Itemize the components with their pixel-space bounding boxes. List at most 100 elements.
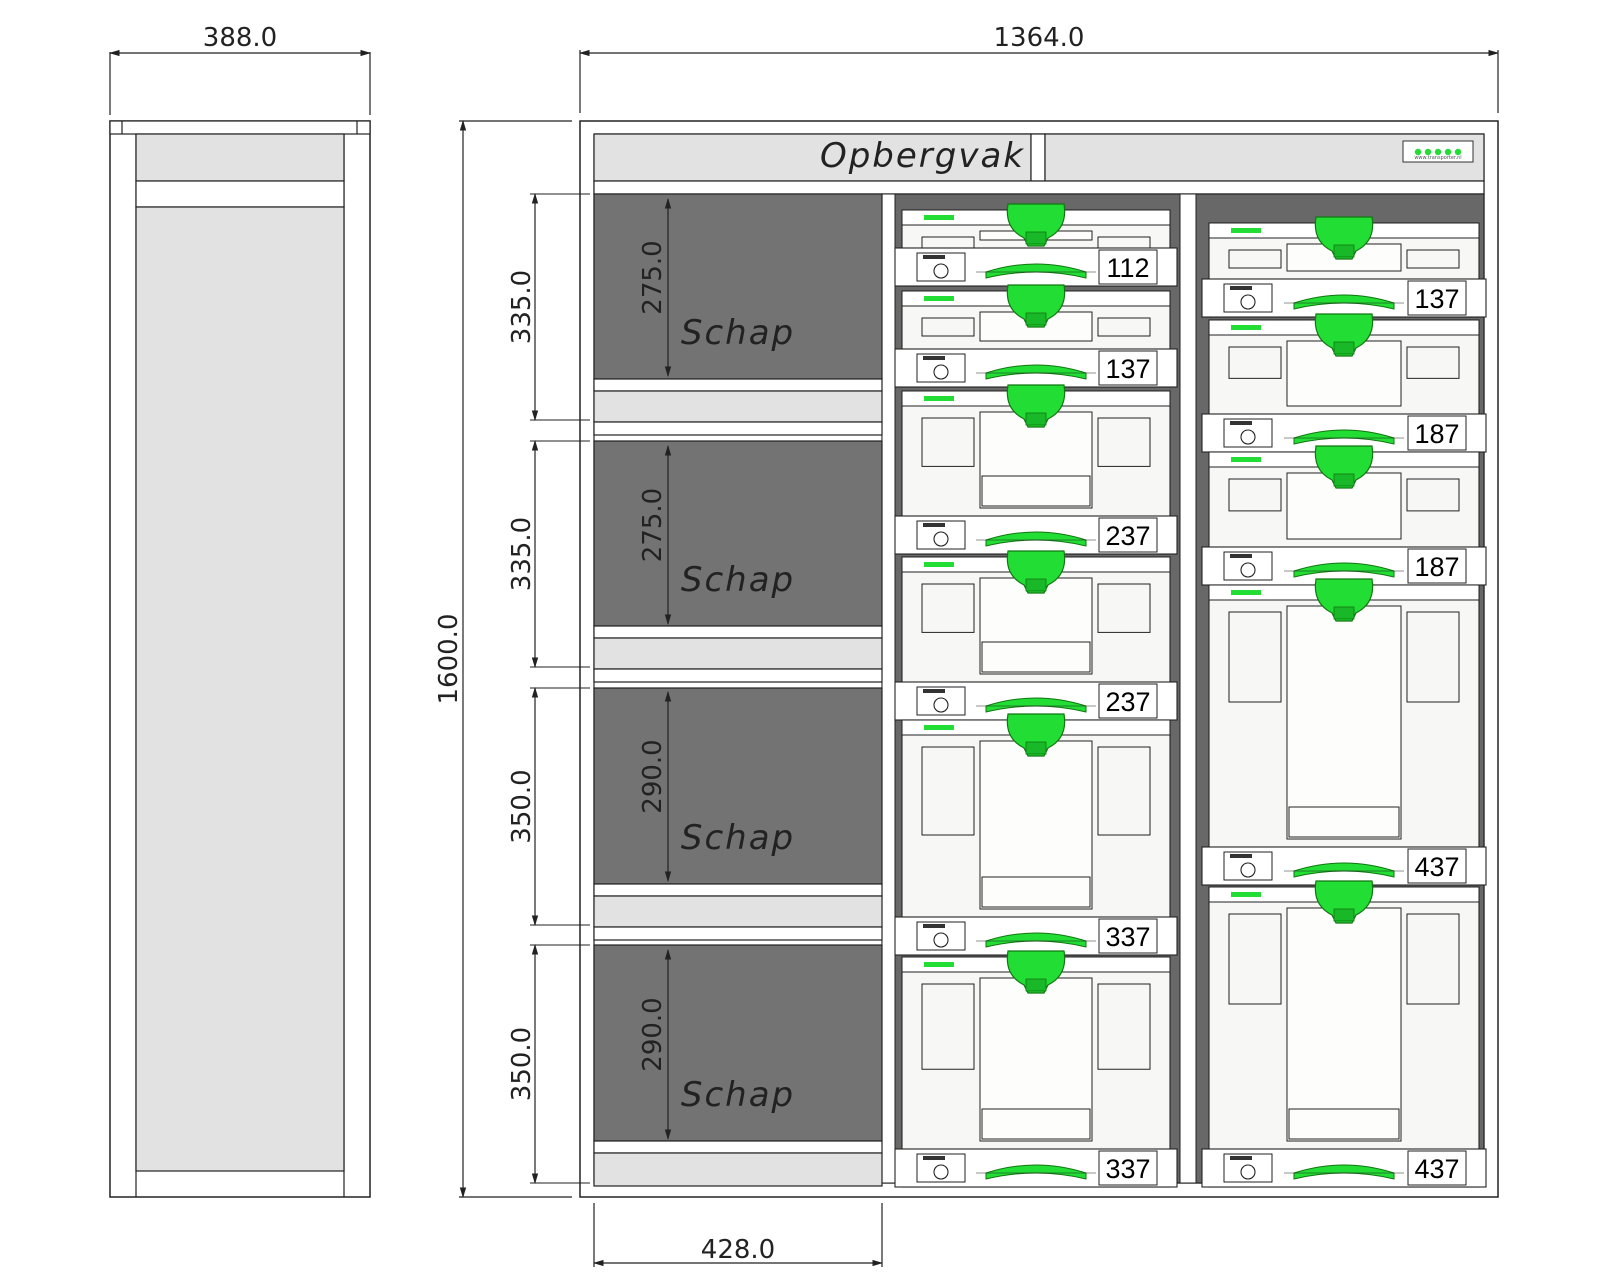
front-handle xyxy=(1293,862,1395,878)
tray-outline xyxy=(981,1108,1091,1140)
bottom-width-dimension: 428.0 xyxy=(701,1235,775,1265)
brand-logo xyxy=(924,725,954,730)
systainer-size-label: 337 xyxy=(1105,1154,1150,1184)
size-label-box xyxy=(1407,1150,1467,1186)
shelf-gap xyxy=(593,668,883,683)
inner-dimension-text: 290.0 xyxy=(638,739,668,813)
side-recess xyxy=(921,583,975,633)
logo-line-2: www.transporter.nl xyxy=(1414,155,1461,161)
latch-plate xyxy=(916,921,966,951)
size-label-box xyxy=(1407,548,1467,584)
systainer: 337 xyxy=(894,950,1178,1188)
front-width-dimension: 1364.0 xyxy=(994,23,1085,53)
front-handle xyxy=(985,364,1087,380)
front-handle xyxy=(985,263,1087,279)
center-panel xyxy=(979,977,1093,1142)
brand-logo xyxy=(1231,228,1261,233)
brand-label xyxy=(1230,1156,1252,1160)
outer-dimension-text: 335.0 xyxy=(507,517,537,591)
shelf-board xyxy=(593,378,883,392)
brand-logo xyxy=(1231,590,1261,595)
brand-label xyxy=(1230,421,1252,425)
side-recess xyxy=(1406,478,1460,512)
handle-knob xyxy=(1314,578,1374,622)
shelf-space xyxy=(593,440,883,627)
handle-knob xyxy=(1314,880,1374,924)
front-handle xyxy=(985,1164,1087,1180)
handle-knob xyxy=(1006,950,1066,994)
systainer-size-label: 187 xyxy=(1414,419,1459,449)
systainer: 437 xyxy=(1201,578,1487,886)
side-recess xyxy=(1097,417,1151,467)
side-recess xyxy=(1097,317,1151,337)
brand-label xyxy=(1230,854,1252,858)
side-recess xyxy=(1228,249,1282,269)
handle-knob xyxy=(1314,216,1374,260)
systainer: 137 xyxy=(894,284,1178,388)
handle-knob xyxy=(1314,313,1374,357)
side-recess xyxy=(921,746,975,836)
brand-logo xyxy=(924,215,954,220)
side-recess xyxy=(1228,346,1282,379)
handle-knob xyxy=(1006,713,1066,757)
latch-plate xyxy=(916,252,966,282)
center-panel xyxy=(1286,907,1402,1142)
systainer: 237 xyxy=(894,550,1178,721)
side-recess xyxy=(1406,249,1460,269)
tray-outline xyxy=(981,475,1091,507)
size-label-box xyxy=(1098,683,1158,719)
systainer: 337 xyxy=(894,713,1178,956)
size-label-box xyxy=(1407,415,1467,451)
inner-dimension-text: 275.0 xyxy=(638,240,668,314)
brand-label xyxy=(923,689,945,693)
side-recess xyxy=(1097,746,1151,836)
brand-logo xyxy=(1231,325,1261,330)
handle-knob xyxy=(1006,203,1066,247)
transporter-logo: www.transporter.nl xyxy=(1402,140,1474,163)
handle-knob xyxy=(1006,384,1066,428)
latch-icon xyxy=(933,932,949,948)
tray-outline xyxy=(981,876,1091,908)
latch-icon xyxy=(1240,862,1256,878)
front-handle xyxy=(985,531,1087,547)
brand-logo xyxy=(1231,892,1261,897)
logo-dot xyxy=(1454,148,1462,156)
latch-plate xyxy=(1223,551,1273,581)
size-label-box xyxy=(1407,848,1467,884)
side-recess xyxy=(921,983,975,1070)
latch-icon xyxy=(1240,562,1256,578)
systainer: 437 xyxy=(1201,880,1487,1188)
systainer-size-label: 237 xyxy=(1105,521,1150,551)
systainer: 112 xyxy=(894,203,1178,287)
shelf-front-panel xyxy=(593,895,883,928)
handle-knob xyxy=(1006,284,1066,328)
latch-icon xyxy=(1240,294,1256,310)
brand-label xyxy=(923,356,945,360)
front-handle xyxy=(1293,429,1395,445)
logo-dot xyxy=(1434,148,1442,156)
center-panel xyxy=(1286,605,1402,840)
side-recess xyxy=(1097,583,1151,633)
outer-dimension-text: 335.0 xyxy=(507,270,537,344)
brand-logo xyxy=(924,562,954,567)
latch-icon xyxy=(1240,429,1256,445)
size-label-box xyxy=(1098,918,1158,954)
brand-label xyxy=(923,924,945,928)
systainer-size-label: 337 xyxy=(1105,922,1150,952)
systainer-size-label: 437 xyxy=(1414,852,1459,882)
systainer-size-label: 137 xyxy=(1414,284,1459,314)
handle-knob xyxy=(1314,445,1374,489)
shelf-board xyxy=(593,883,883,897)
latch-plate xyxy=(1223,283,1273,313)
logo-dot xyxy=(1424,148,1432,156)
brand-label xyxy=(1230,286,1252,290)
shelf-space xyxy=(593,193,883,380)
size-label-box xyxy=(1407,280,1467,316)
shelf-space xyxy=(593,944,883,1142)
